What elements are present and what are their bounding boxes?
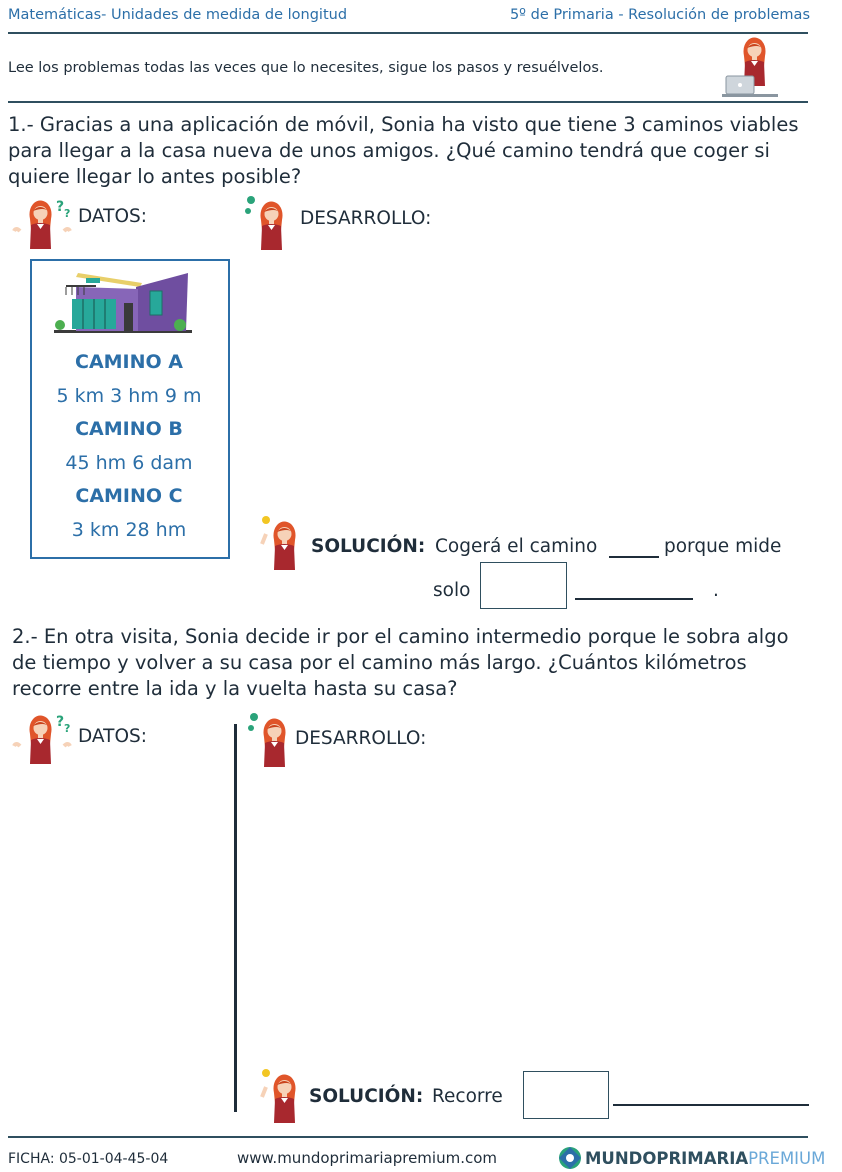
- camino-c-title: CAMINO C: [75, 485, 183, 507]
- problem2-line3: recorre entre la ida y la vuelta hasta s…: [12, 677, 458, 700]
- solucion-label-1: SOLUCIÓN:: [311, 536, 426, 557]
- girl-thinking-icon: [248, 713, 286, 767]
- datos-label-2: DATOS:: [78, 726, 147, 747]
- sol2-answer-line[interactable]: [613, 1104, 809, 1106]
- camino-a-title: CAMINO A: [75, 351, 183, 373]
- sol1-text-solo: solo: [433, 580, 471, 601]
- girl-thinking-icon: [245, 196, 283, 250]
- girl-laptop-icon: [722, 37, 778, 97]
- girl-question-icon: ? ?: [12, 199, 72, 249]
- house-icon: [54, 273, 192, 333]
- desarrollo-label-2: DESARROLLO:: [295, 728, 427, 749]
- brand-primaria: PRIMARIA: [656, 1149, 749, 1168]
- camino-b-title: CAMINO B: [75, 418, 183, 440]
- problem1-line1: 1.- Gracias a una aplicación de móvil, S…: [8, 113, 799, 136]
- problem1-line2: para llegar a la casa nueva de unos amig…: [8, 139, 770, 162]
- svg-text:?: ?: [56, 199, 64, 215]
- globe-logo-icon: [559, 1147, 581, 1169]
- header-course: 5º de Primaria - Resolución de problemas: [509, 7, 810, 23]
- km-answer-box[interactable]: [523, 1071, 609, 1119]
- sol2-text-recorre: Recorre: [432, 1086, 503, 1107]
- datos-label-1: DATOS:: [78, 206, 147, 227]
- header-subject: Matemáticas- Unidades de medida de longi…: [8, 7, 348, 23]
- footer-rule: [8, 1136, 808, 1138]
- sol1-text-porque: porque mide: [664, 536, 782, 557]
- ficha-code: FICHA: 05-01-04-45-04: [8, 1151, 169, 1167]
- datos-box: [30, 259, 230, 559]
- problem1-line3: quiere llegar lo antes posible?: [8, 165, 302, 188]
- girl-idea-icon: [260, 516, 296, 570]
- solucion-label-2: SOLUCIÓN:: [309, 1086, 424, 1107]
- brand-mundo: MUNDO: [585, 1149, 657, 1168]
- girl-idea-icon: [260, 1069, 296, 1123]
- distance-answer-box[interactable]: [480, 562, 567, 609]
- camino-b-value: 45 hm 6 dam: [65, 452, 193, 474]
- problem2-line1: 2.- En otra visita, Sonia decide ir por …: [12, 625, 789, 648]
- vertical-divider: [234, 724, 237, 1112]
- website-url[interactable]: www.mundoprimariapremium.com: [237, 1149, 497, 1167]
- girl-question-icon: ? ?: [12, 714, 72, 764]
- problem2-line2: de tiempo y volver a su casa por el cami…: [12, 651, 747, 674]
- camino-answer-line[interactable]: [609, 556, 659, 558]
- instructions-rule: [8, 101, 808, 103]
- sol1-text-camino: Cogerá el camino: [435, 536, 598, 557]
- header-rule: [8, 32, 808, 34]
- camino-a-value: 5 km 3 hm 9 m: [56, 385, 202, 407]
- brand-premium: PREMIUM: [748, 1149, 826, 1168]
- unit-answer-line[interactable]: [575, 598, 693, 600]
- instructions-text: Lee los problemas todas las veces que lo…: [8, 60, 604, 76]
- brand-logo: MUNDOPRIMARIAPREMIUM: [585, 1149, 825, 1168]
- camino-c-value: 3 km 28 hm: [71, 519, 187, 541]
- svg-text:?: ?: [56, 714, 64, 730]
- sol1-dot: .: [713, 580, 719, 601]
- desarrollo-label-1: DESARROLLO:: [300, 208, 432, 229]
- svg-text:?: ?: [64, 722, 70, 735]
- svg-text:?: ?: [64, 207, 70, 220]
